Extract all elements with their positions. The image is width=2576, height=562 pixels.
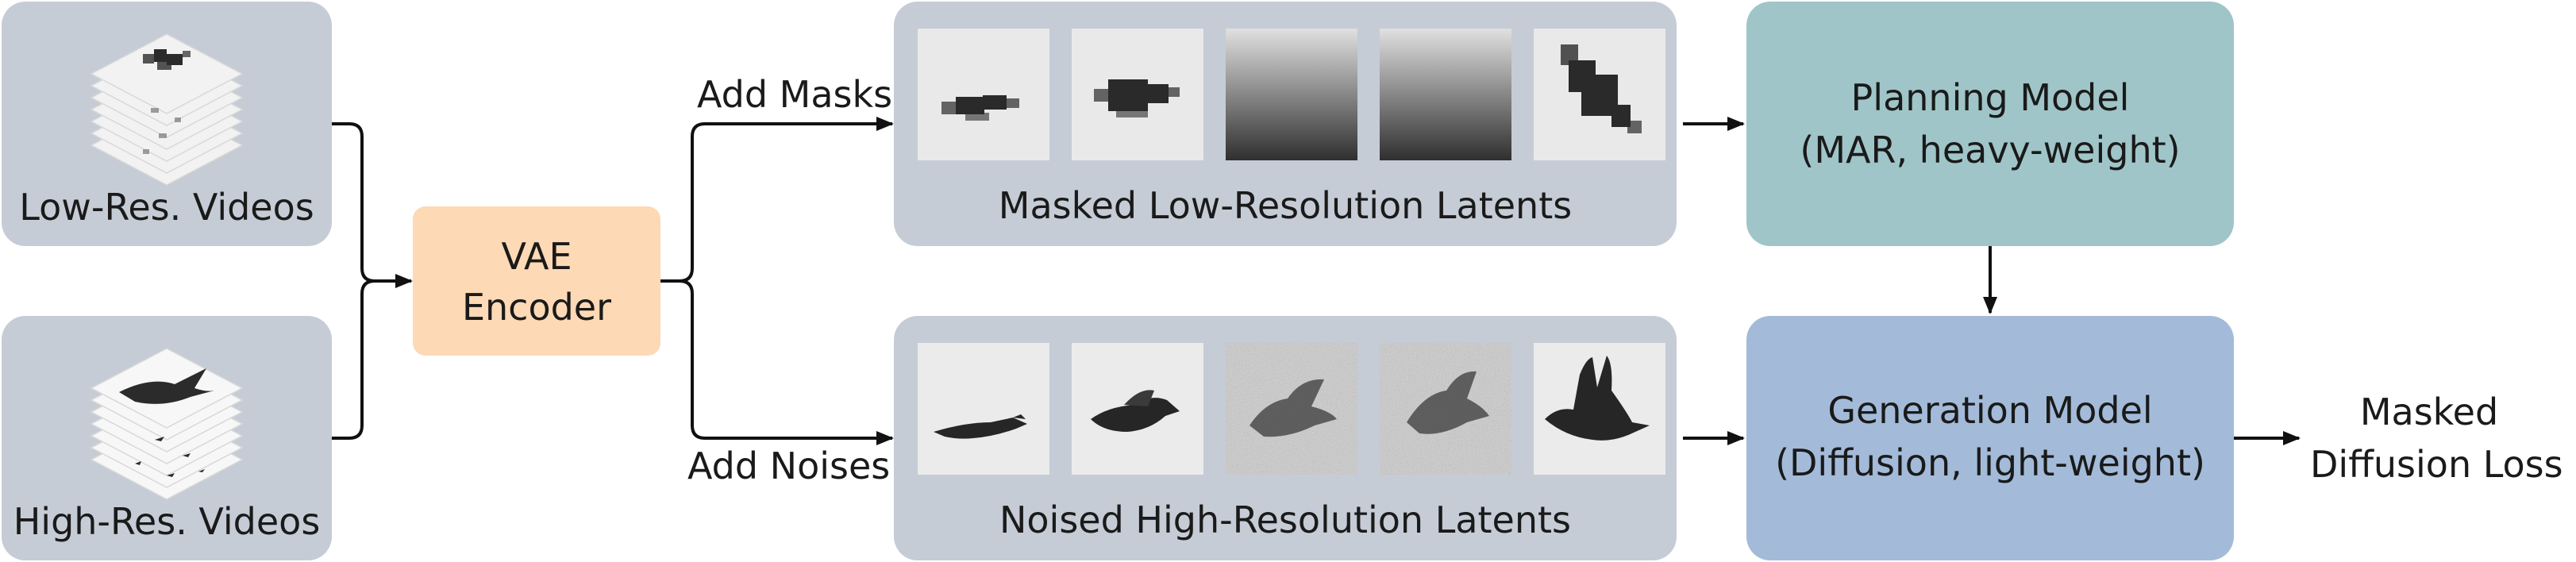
masked-low-res-latents-box: Masked Low-Resolution Latents	[894, 2, 1677, 246]
low-res-videos-box: Low-Res. Videos	[2, 2, 332, 246]
low-res-latent-frame-4-masked	[1380, 29, 1511, 160]
high-res-latent-frame-3-noised	[1226, 343, 1357, 475]
low-res-videos-label: Low-Res. Videos	[19, 186, 314, 229]
low-res-latent-frame-2	[1072, 29, 1203, 160]
vae-encoder-line2: Encoder	[461, 286, 612, 329]
low-res-latent-frame-1	[918, 29, 1049, 160]
connector-high-res-to-encoder	[332, 279, 375, 440]
low-res-video-stack-icon	[87, 30, 246, 189]
vae-encoder-line1: VAE	[501, 235, 572, 278]
planning-model-box: Planning Model (MAR, heavy-weight)	[1746, 2, 2234, 246]
connector-encoder-to-noises	[679, 279, 894, 445]
high-res-latent-frame-4-noised	[1380, 343, 1511, 475]
low-res-latent-frame-5	[1534, 29, 1665, 160]
high-res-latent-frame-2	[1072, 343, 1203, 475]
generation-model-title: Generation Model	[1827, 389, 2153, 432]
high-res-videos-box: High-Res. Videos	[2, 316, 332, 560]
generation-model-subtitle: (Diffusion, light-weight)	[1775, 441, 2205, 484]
noised-high-res-latents-box: Noised High-Resolution Latents	[894, 316, 1677, 560]
high-res-video-stack-icon	[87, 345, 246, 503]
connector-encoder-to-masks	[660, 117, 894, 283]
add-noises-label: Add Noises	[687, 445, 891, 487]
connector-low-res-to-encoder	[332, 122, 413, 288]
add-masks-label: Add Masks	[697, 73, 893, 116]
loss-line2: Diffusion Loss	[2310, 443, 2563, 486]
masked-low-res-latents-label: Masked Low-Resolution Latents	[998, 184, 1573, 227]
loss-line1: Masked	[2359, 391, 2499, 433]
high-res-videos-label: High-Res. Videos	[13, 500, 321, 543]
noised-high-res-latents-label: Noised High-Resolution Latents	[999, 498, 1572, 541]
generation-model-box: Generation Model (Diffusion, light-weigh…	[1746, 316, 2234, 560]
planning-model-title: Planning Model	[1850, 76, 2130, 119]
high-res-latent-frame-5	[1534, 343, 1665, 475]
vae-encoder-box: VAE Encoder	[413, 206, 660, 356]
high-res-latent-frame-1	[918, 343, 1049, 475]
planning-model-subtitle: (MAR, heavy-weight)	[1800, 129, 2181, 171]
low-res-latent-frame-3-masked	[1226, 29, 1357, 160]
